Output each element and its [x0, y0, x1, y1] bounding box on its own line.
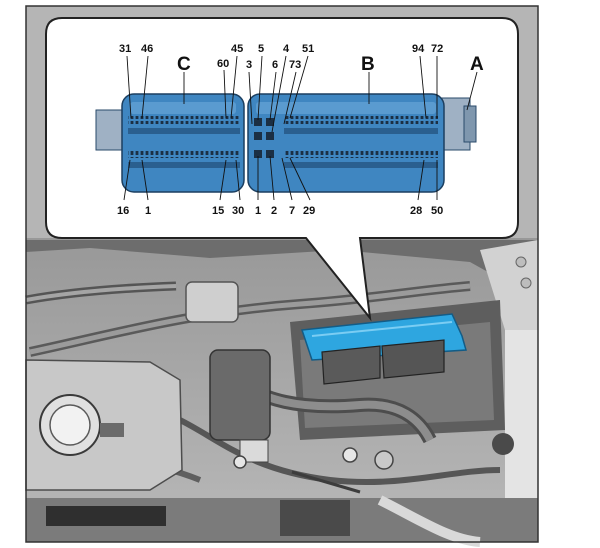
pin-label-b-73: 73	[289, 59, 301, 71]
pin-label-m-1: 1	[255, 205, 261, 217]
pin-label-m-6: 6	[272, 59, 278, 71]
connector-label-a: A	[470, 54, 484, 75]
pin-label-b-94: 94	[412, 43, 425, 55]
pin-label-b-29: 29	[303, 205, 315, 217]
pin-label-c-16: 16	[117, 205, 129, 217]
pin-label-c-31: 31	[119, 43, 131, 55]
pin-label-c-1: 1	[145, 205, 151, 217]
pin-label-c-46: 46	[141, 43, 153, 55]
pin-label-c-30: 30	[232, 205, 244, 217]
pin-label-c-45: 45	[231, 43, 243, 55]
pin-label-m-5: 5	[258, 43, 264, 55]
ecu-connector-detail: C B A 31 46 45 60 5 4 3 6 51 73 94 72 16…	[95, 43, 484, 217]
pin-label-b-72: 72	[431, 43, 443, 55]
pin-label-m-3: 3	[246, 59, 252, 71]
pin-label-c-60: 60	[217, 58, 229, 70]
pin-label-b-28: 28	[410, 205, 422, 217]
pin-label-c-15: 15	[212, 205, 224, 217]
pin-label-m-4: 4	[283, 43, 290, 55]
connector-label-b: B	[361, 54, 375, 75]
pin-label-m-2: 2	[271, 205, 277, 217]
pin-label-b-51: 51	[302, 43, 314, 55]
connector-label-c: C	[177, 54, 191, 75]
pin-label-m-7: 7	[289, 205, 295, 217]
pin-label-b-50: 50	[431, 205, 443, 217]
